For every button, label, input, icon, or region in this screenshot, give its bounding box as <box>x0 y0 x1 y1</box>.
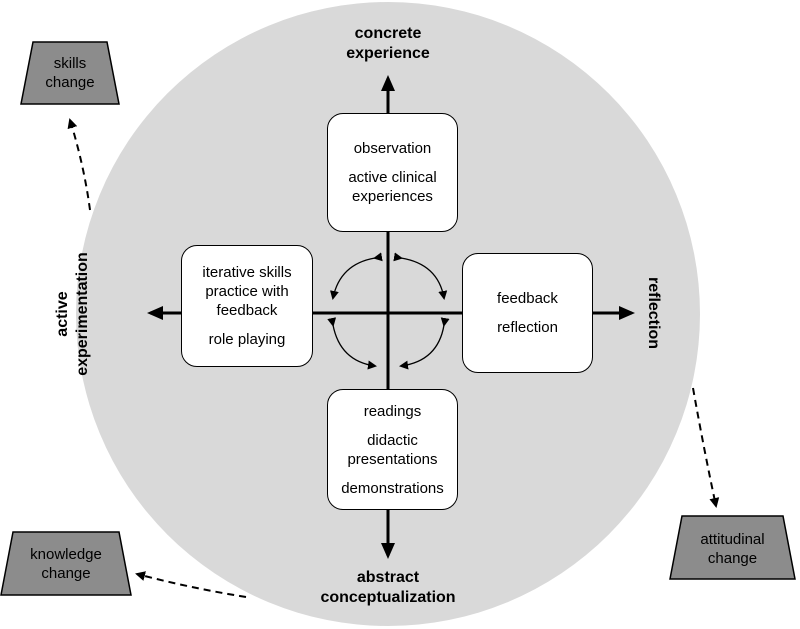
trapezoid-knowledge <box>0 531 132 596</box>
box-item: didactic <box>367 431 418 449</box>
dashed-arrow-attitudinal <box>692 387 720 508</box>
axis-label-line: abstract <box>356 569 420 586</box>
axis-label-active-experimentation: active experimentation <box>53 244 93 384</box>
trap-label-line: change <box>41 565 91 582</box>
dashed-arrow-skills <box>67 118 91 211</box>
label-skills-change: skills change <box>21 54 119 92</box>
trapezoid-skills <box>20 41 120 105</box>
trap-label-line: change <box>45 74 95 91</box>
cycle-arrow-top-left <box>330 252 383 300</box>
label-knowledge-change: knowledge change <box>1 545 131 583</box>
label-attitudinal-change: attitudinal change <box>670 530 795 568</box>
axis-label-reflection: reflection <box>643 263 663 363</box>
box-item: iterative skills <box>202 264 292 281</box>
trap-label-line: skills <box>53 55 87 72</box>
box-item: practice with <box>205 283 289 300</box>
box-concrete-experience: observation active clinical experiences <box>327 113 458 232</box>
box-item: role playing <box>208 331 286 348</box>
trap-label-line: change <box>707 550 758 567</box>
box-abstract-conceptualization: readings didactic presentations demonstr… <box>327 389 458 510</box>
axis-label-concrete-experience: concrete experience <box>318 24 458 64</box>
box-item: reflection <box>497 319 558 336</box>
box-reflection: feedback reflection <box>462 253 593 373</box>
box-item: presentations <box>347 450 438 468</box>
axis-label-line: active <box>54 291 71 337</box>
trap-label-line: knowledge <box>30 546 102 563</box>
box-item: readings <box>363 402 422 420</box>
box-item: feedback <box>216 302 278 319</box>
axis-label-line: experimentation <box>74 252 91 376</box>
trap-label-line: attitudinal <box>700 531 765 548</box>
cycle-arrow-bottom-left <box>327 317 377 370</box>
axis-label-line: conceptualization <box>320 589 456 606</box>
dashed-arrow-knowledge <box>135 571 247 598</box>
cycle-arrow-bottom-right <box>399 317 450 370</box>
box-item: active clinical <box>348 169 437 186</box>
box-item: observation <box>353 140 432 157</box>
box-active-experimentation: iterative skills practice with feedback … <box>181 245 313 367</box>
axis-label-line: concrete <box>354 25 422 42</box>
box-item: feedback <box>497 290 558 307</box>
cycle-arrow-top-right <box>393 252 448 300</box>
axis-label-abstract-conceptualization: abstract conceptualization <box>298 568 478 608</box>
box-item: demonstrations <box>341 479 444 497</box>
axis-label-line: reflection <box>645 276 662 349</box>
trapezoid-attitudinal <box>669 515 796 580</box>
box-item: experiences <box>352 188 433 205</box>
axis-label-line: experience <box>346 45 430 62</box>
